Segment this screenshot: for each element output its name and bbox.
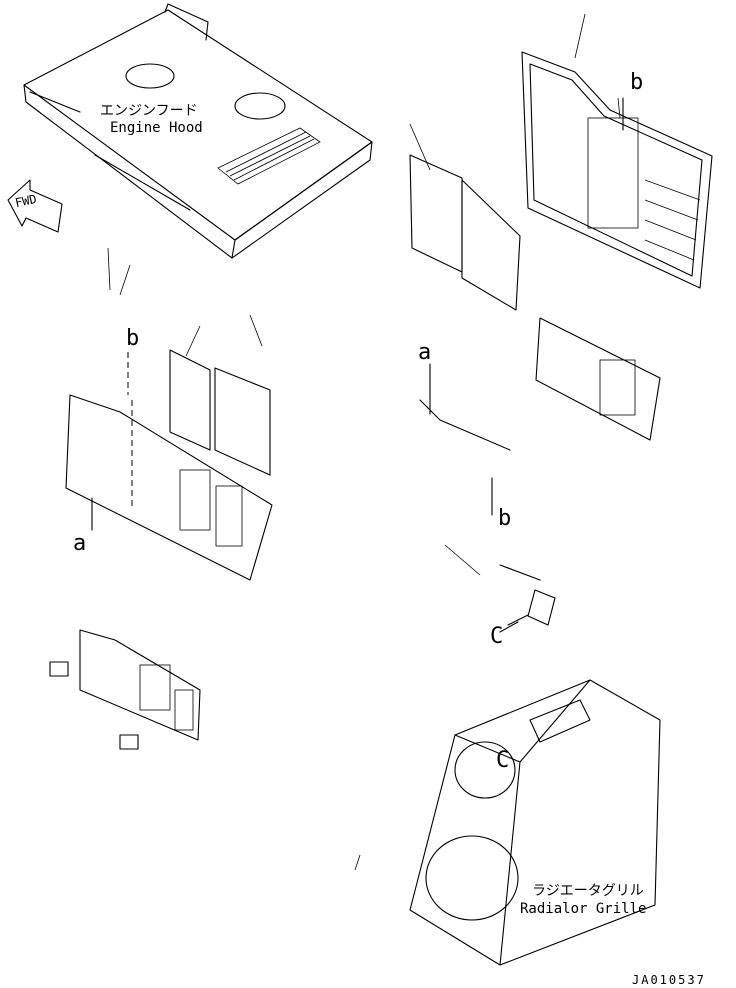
drawing-code: JA010537 [632, 973, 706, 987]
ref-b-left: b [126, 326, 140, 351]
radiator-grille-label-jp: ラジエータグリル [532, 883, 644, 899]
lower-left-panel-part [49, 629, 201, 750]
engine-hood-label-jp: エンジンフード [100, 103, 198, 119]
right-side-cover-part [409, 51, 713, 311]
ref-b-right-top: b [630, 70, 644, 95]
reference-arrows [91, 97, 624, 633]
ref-a-right: a [418, 340, 432, 365]
engine-hood-part [23, 3, 373, 259]
right-middle-panel-part [419, 317, 661, 451]
left-side-cover-part [65, 349, 273, 581]
ref-c-frame: C [496, 748, 510, 773]
ref-a-left: a [73, 531, 87, 556]
engine-hood-label-en: Engine Hood [110, 120, 203, 136]
insulation-pad-lower [461, 179, 521, 311]
insulation-pad-upper [409, 154, 463, 273]
left-pad-a [169, 349, 211, 451]
right-cover-vent [644, 179, 701, 261]
hood-vent-grille [217, 127, 321, 185]
ref-c-detail: C [490, 624, 504, 649]
fwd-arrow [7, 179, 63, 233]
radiator-grille-label-en: Radialor Grille [520, 901, 647, 917]
left-cover-vent [179, 469, 243, 547]
leader-lines [107, 13, 621, 871]
detail-c-hardware [499, 564, 556, 626]
radiator-grille-frame-part [409, 679, 661, 966]
left-pad-b [214, 367, 271, 476]
ref-b-right-bottom: b [498, 506, 512, 531]
